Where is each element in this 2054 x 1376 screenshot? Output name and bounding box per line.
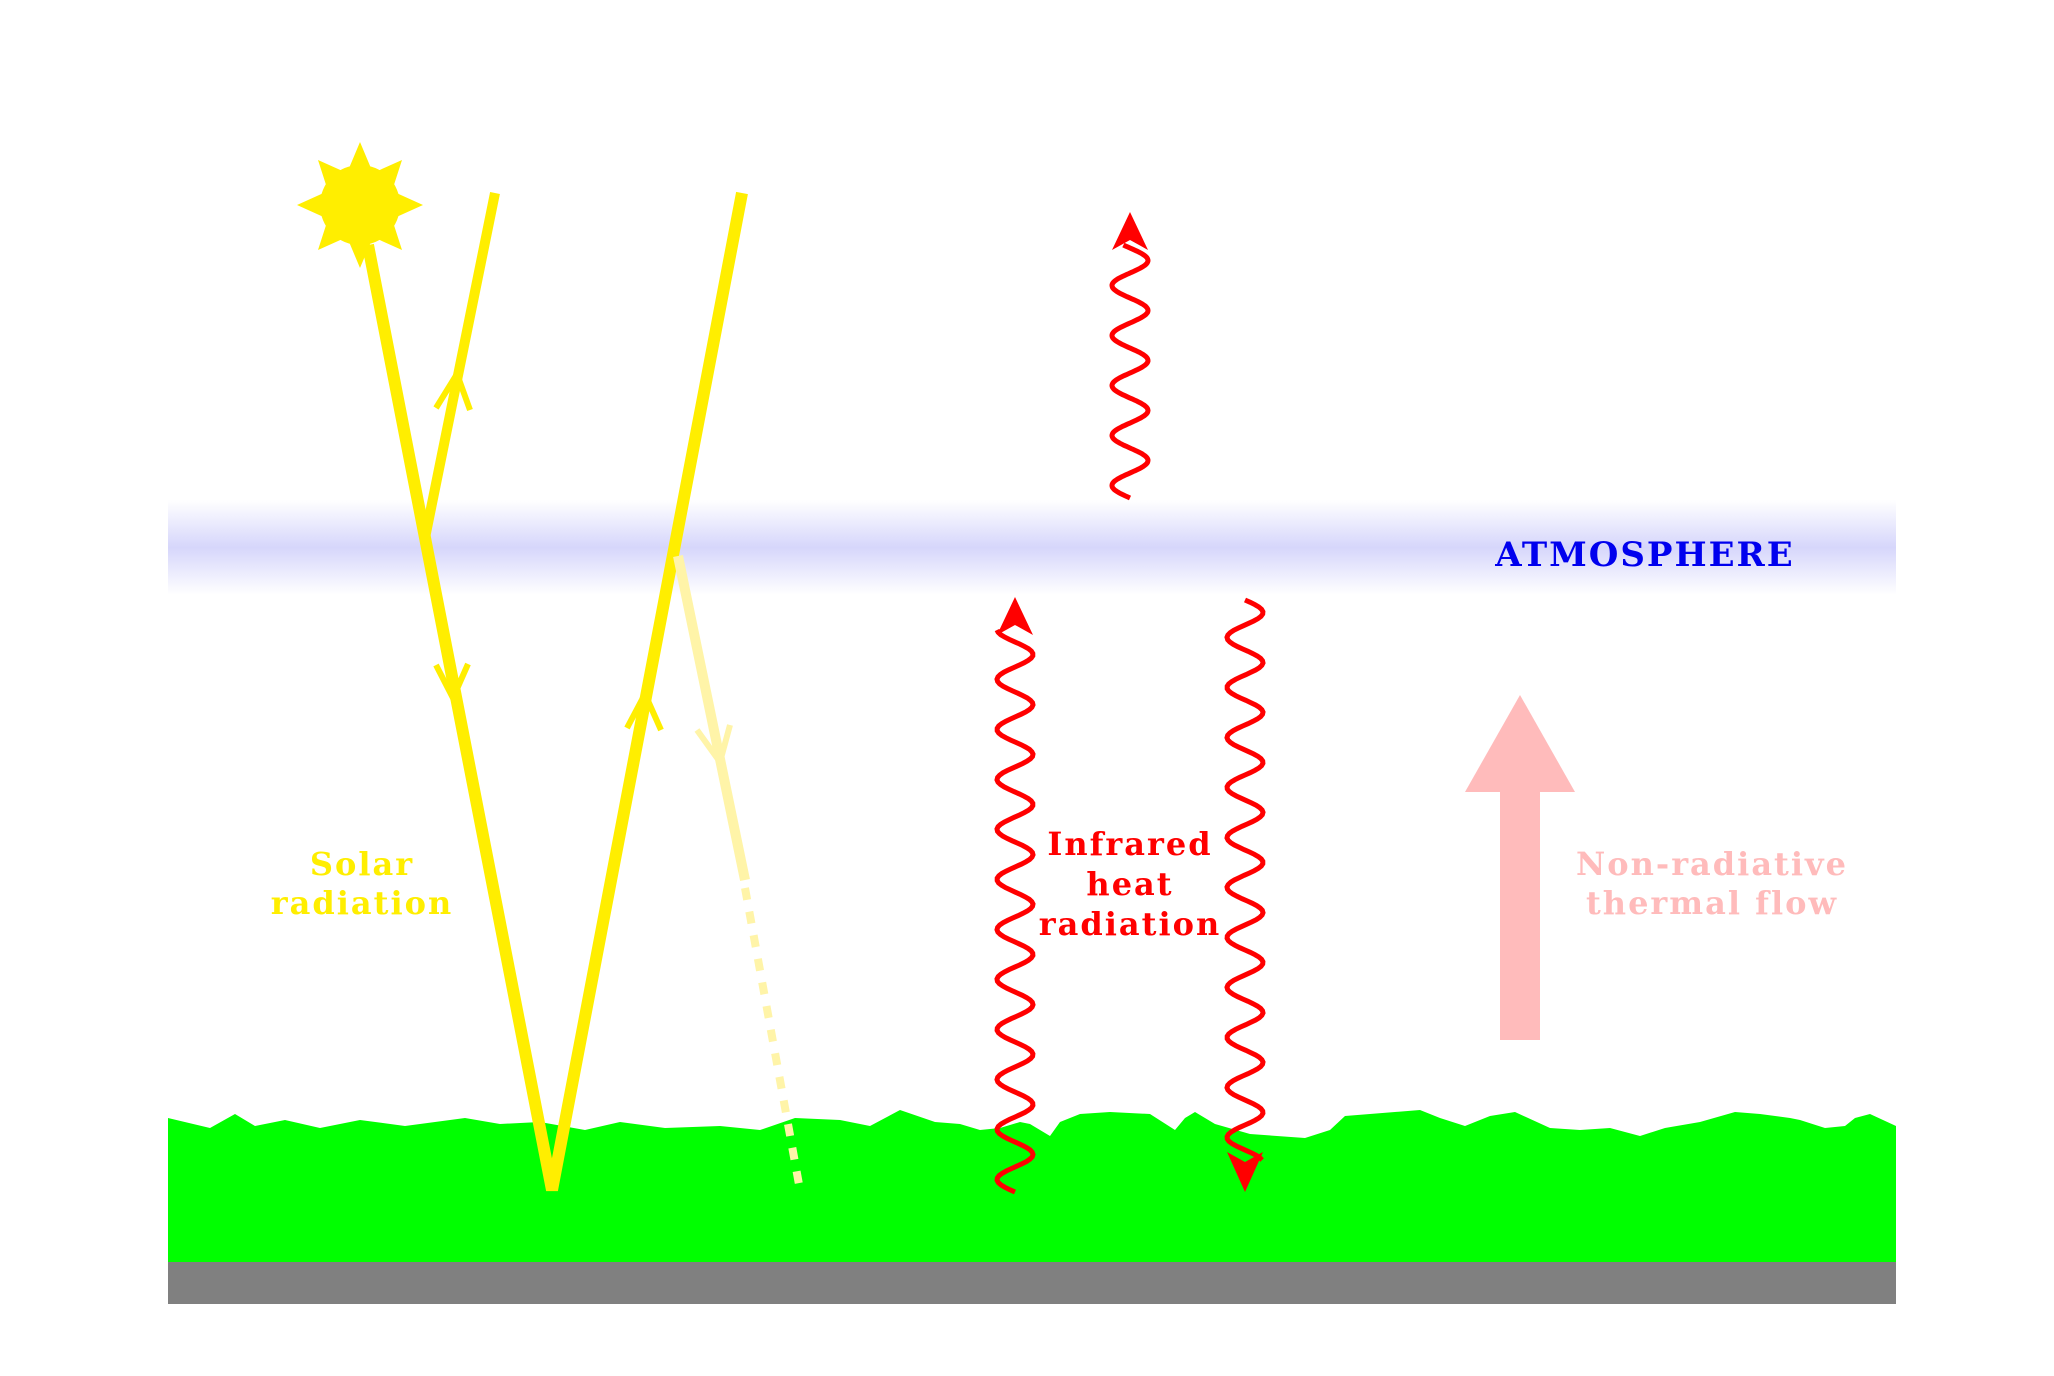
solar-arrowhead-down-1 (433, 662, 471, 705)
atmosphere-band (168, 500, 1896, 595)
nonradiative-label-line2: thermal flow (1586, 884, 1838, 922)
infrared-label-line2: heat (1086, 865, 1173, 903)
nonradiative-arrow-shaft (1500, 785, 1540, 1040)
atmosphere-label: ATMOSPHERE (1494, 535, 1794, 575)
nonradiative-arrow (1465, 695, 1575, 1040)
infrared-wave-up (994, 597, 1036, 1195)
infrared-wave-top (1109, 212, 1151, 501)
ground-base (168, 1262, 1896, 1304)
solar-ray-reflected-atmosphere (420, 192, 500, 539)
nonradiative-label-line1: Non-radiative (1576, 845, 1848, 883)
infrared-arrowhead-top (1112, 212, 1148, 250)
solar-radiation-label-line2: radiation (271, 884, 453, 922)
solar-radiation-label-line1: Solar (310, 845, 414, 883)
solar-arrowhead-up-2 (624, 687, 664, 732)
infrared-arrowhead-up (997, 597, 1033, 635)
sun-core (320, 165, 400, 245)
infrared-label-line3: radiation (1039, 905, 1221, 943)
infrared-wave-down (1224, 597, 1266, 1192)
grass-surface (168, 1110, 1896, 1262)
infrared-arrowhead-down (1227, 1152, 1263, 1192)
infrared-label-line1: Infrared (1047, 825, 1212, 863)
solar-ray-scattered (673, 554, 750, 882)
solar-arrowhead-down-2 (694, 724, 733, 769)
solar-ray-scattered-dotted (741, 887, 804, 1191)
solar-arrowheads (433, 367, 733, 769)
solar-ray-incoming (362, 191, 748, 1192)
nonradiative-arrow-head (1465, 695, 1575, 792)
solar-arrowhead-up-1 (433, 367, 473, 412)
